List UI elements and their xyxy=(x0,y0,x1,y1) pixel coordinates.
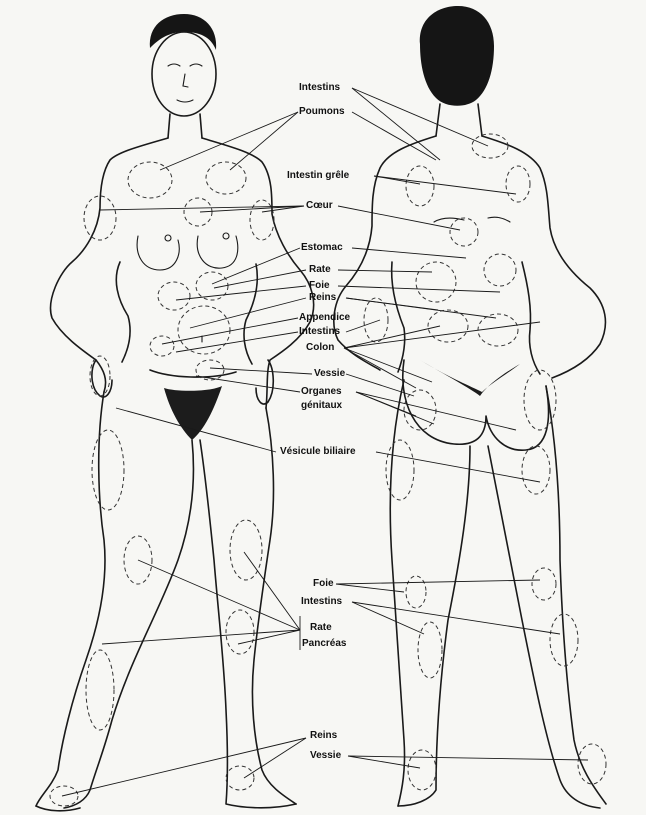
front-eyes xyxy=(168,64,202,66)
front-head xyxy=(152,32,216,116)
front-leg-left-outer xyxy=(36,392,105,806)
label-pancreas-leg: Pancréas xyxy=(302,638,346,649)
back-neck xyxy=(436,104,482,136)
zone-back-upper-right xyxy=(506,166,530,202)
leader-lines xyxy=(62,88,588,796)
back-leg-right-inner xyxy=(488,446,600,808)
zone-front-appendix xyxy=(150,336,174,356)
label-poumons: Poumons xyxy=(299,106,345,117)
zone-front-shin-left xyxy=(86,650,114,730)
label-foie: Foie xyxy=(309,280,330,291)
zone-front-shin-right xyxy=(226,610,254,654)
back-waist-left xyxy=(392,262,405,372)
front-nose xyxy=(183,74,188,87)
zone-front-thigh-left xyxy=(92,430,124,510)
label-reins-foot: Reins xyxy=(310,730,337,741)
zone-back-heart xyxy=(450,218,478,246)
zone-front-lung-right xyxy=(206,162,246,194)
zone-back-kidney-right xyxy=(484,254,516,286)
zone-back-upper-left xyxy=(406,166,434,206)
zone-front-liver xyxy=(158,282,190,310)
label-colon: Colon xyxy=(306,342,334,353)
back-scapula-left xyxy=(434,218,464,222)
label-appendice: Appendice xyxy=(299,312,350,323)
zone-front-foot-left xyxy=(50,786,78,806)
front-nipple-right xyxy=(223,233,229,239)
front-hand-right xyxy=(256,360,273,404)
label-estomac: Estomac xyxy=(301,242,343,253)
label-intestin-grele: Intestin grêle xyxy=(287,170,349,181)
front-waist-right xyxy=(244,264,257,364)
front-mouth xyxy=(177,100,193,102)
front-foot-left xyxy=(36,806,80,811)
back-leg-right-outer xyxy=(546,386,606,804)
label-intestins-top: Intestins xyxy=(299,82,340,93)
back-scapula-right xyxy=(488,217,510,222)
label-rate: Rate xyxy=(309,264,331,275)
zone-back-calf-left xyxy=(418,622,442,678)
front-leg-right-inner xyxy=(200,440,296,808)
label-rate-leg: Rate xyxy=(310,622,332,633)
label-intestins-leg: Intestins xyxy=(301,596,342,607)
label-reins: Reins xyxy=(309,292,336,303)
zone-back-thigh-right xyxy=(522,446,550,494)
zone-back-knee-left xyxy=(406,576,426,608)
label-intestins-mid: Intestins xyxy=(299,326,340,337)
zone-front-hand-left xyxy=(90,356,110,396)
zone-back-shoulder-left xyxy=(472,134,508,158)
label-genitaux: génitaux xyxy=(301,400,342,411)
zone-front-ankle-right xyxy=(226,766,254,790)
label-foie-leg: Foie xyxy=(313,578,334,589)
zone-back-colon xyxy=(478,314,518,346)
zone-back-heel-left xyxy=(408,750,436,790)
front-breast-right xyxy=(197,236,238,268)
back-leg-left-outer xyxy=(390,380,404,806)
zone-back-thigh-left xyxy=(386,440,414,500)
front-leg-left-inner xyxy=(64,440,193,808)
label-organes: Organes xyxy=(301,386,342,397)
front-leg-right-outer xyxy=(252,408,296,804)
back-underwear xyxy=(420,360,520,396)
zone-back-kidney-left xyxy=(416,262,456,302)
front-neck xyxy=(168,114,202,138)
zone-back-hip-right xyxy=(524,370,556,430)
label-vessie: Vessie xyxy=(314,368,345,379)
label-vessie-foot: Vessie xyxy=(310,750,341,761)
front-breast-left xyxy=(137,236,179,270)
front-pubic xyxy=(164,386,222,440)
back-hair xyxy=(420,6,494,106)
label-vesicule-biliaire: Vésicule biliaire xyxy=(280,446,356,457)
back-leg-left-inner xyxy=(398,446,470,806)
front-figure xyxy=(36,14,314,811)
zone-back-knee-right xyxy=(532,568,556,600)
back-waist-right xyxy=(522,262,540,374)
back-torso-right xyxy=(482,136,605,378)
zone-back-arm-left xyxy=(364,298,388,342)
zone-front-intestine xyxy=(178,306,230,354)
front-torso-left xyxy=(51,138,168,392)
back-figure xyxy=(334,6,606,808)
zone-back-lower-left xyxy=(428,310,468,342)
zone-front-shoulder-right xyxy=(250,200,274,240)
back-buttocks xyxy=(403,360,549,450)
label-coeur: Cœur xyxy=(306,200,333,211)
front-waist-left xyxy=(116,262,130,362)
front-nipple-left xyxy=(165,235,171,241)
